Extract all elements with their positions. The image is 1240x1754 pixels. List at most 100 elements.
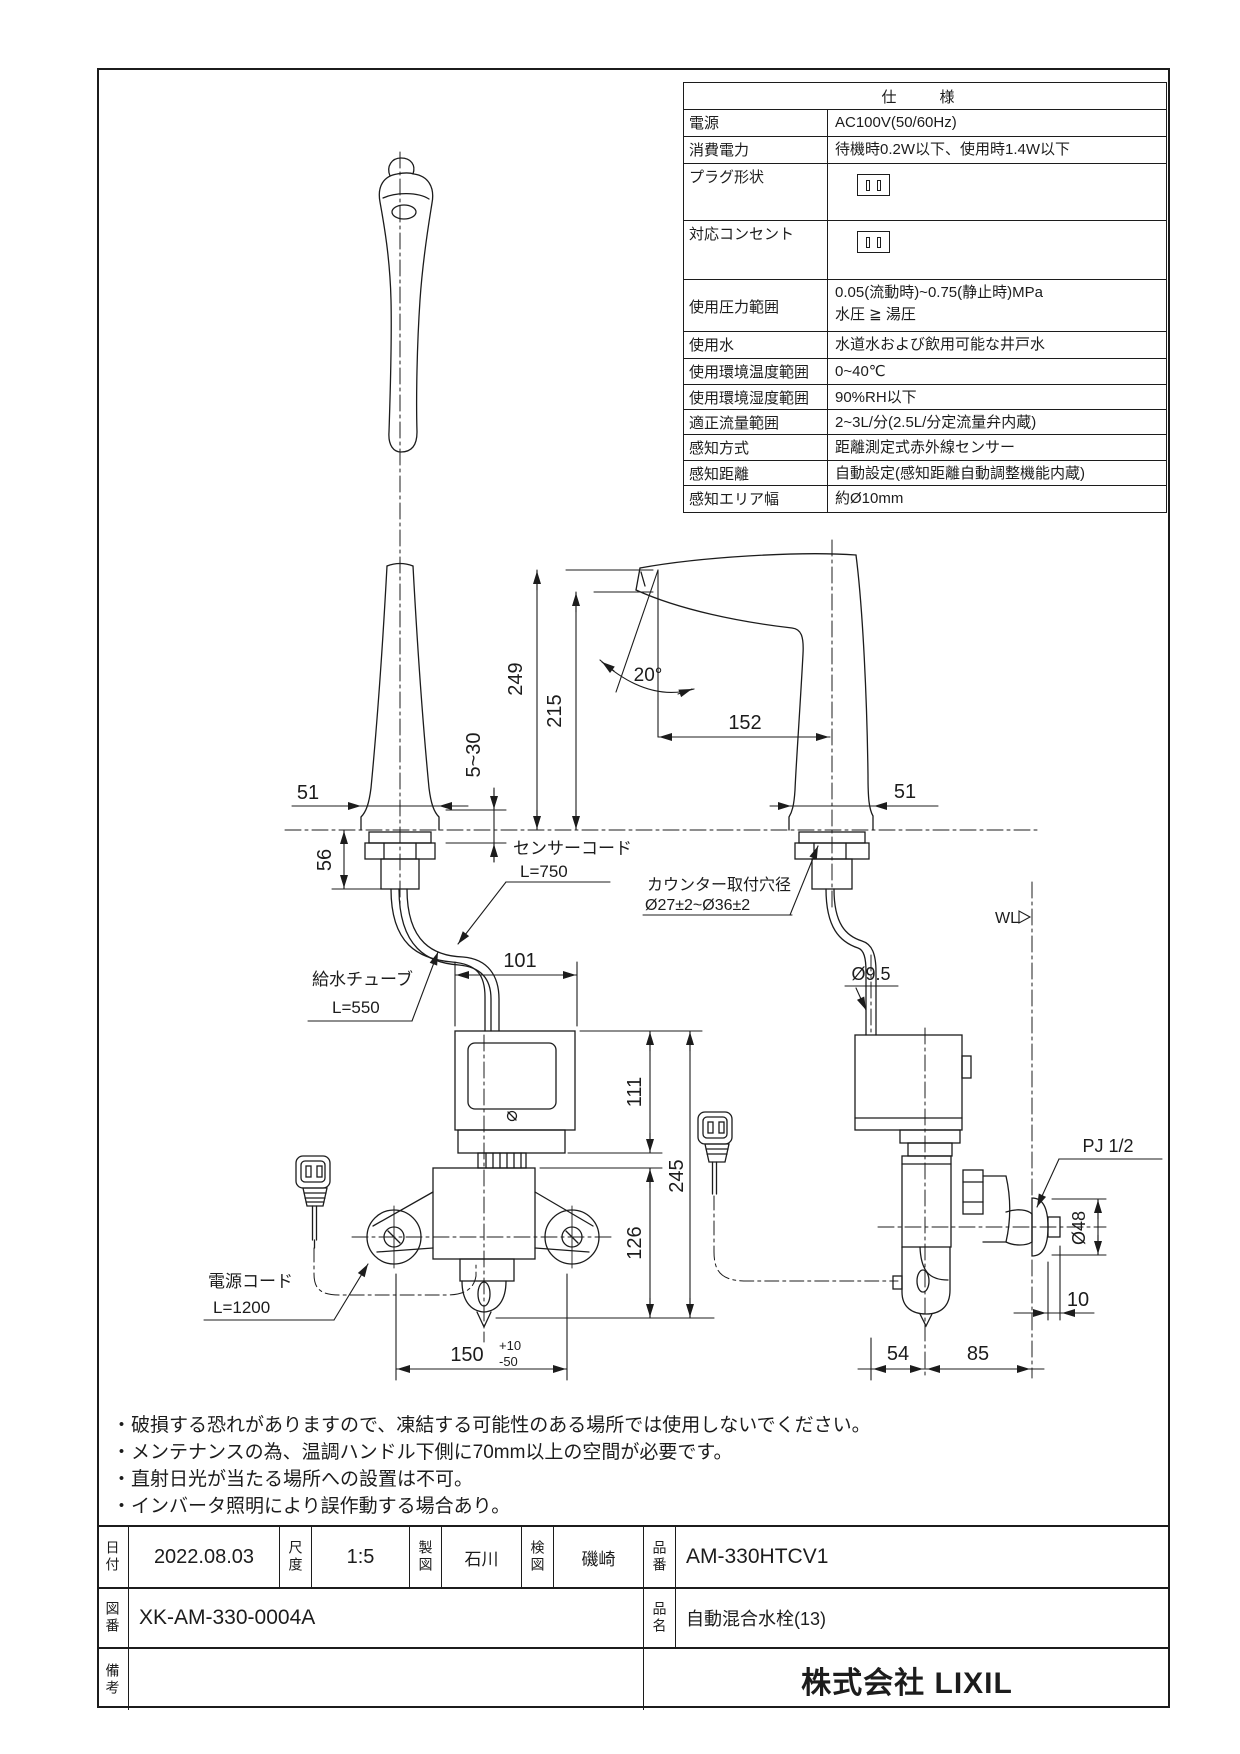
- dim-85: 85: [967, 1343, 989, 1365]
- pressure-condition: 水圧 ≧ 湯圧: [835, 305, 916, 323]
- checker-value: 磯崎: [554, 1527, 644, 1587]
- faucet-front-view: [360, 562, 500, 1032]
- dim-245: 245: [666, 1159, 688, 1192]
- spec-table-title: 仕 様: [684, 83, 1166, 110]
- spec-row-water: 使用水 水道水および飲用可能な井戸水: [684, 332, 1166, 359]
- spec-value: [828, 164, 1166, 220]
- power-cord-length: L=1200: [213, 1298, 270, 1317]
- drafter-label: 製図: [417, 1540, 434, 1574]
- spec-table: 仕 様 電源 AC100V(50/60Hz) 消費電力 待機時0.2W以下、使用…: [683, 82, 1167, 513]
- spec-label: 適正流量範囲: [684, 410, 828, 434]
- dim-152: 152: [728, 712, 761, 734]
- note-line: ・破損する恐れがありますので、凍結する可能性のある場所では使用しないでください。: [112, 1415, 871, 1436]
- spec-label: プラグ形状: [684, 164, 828, 220]
- spec-label: 使用水: [684, 332, 828, 358]
- note-line: ・メンテナンスの為、温調ハンドル下側に70mm以上の空間が必要です。: [112, 1442, 733, 1463]
- spec-row-power: 電源 AC100V(50/60Hz): [684, 110, 1166, 137]
- drawing-frame: [97, 68, 1170, 1708]
- date-label-cell: 日付: [97, 1527, 129, 1587]
- outlet-icon: [857, 231, 890, 253]
- part-name-label-cell: 品名: [644, 1589, 676, 1647]
- dim-150-tol-up: +10: [499, 1338, 521, 1353]
- faucet-technical-drawing: 51 56 5~30 249 215 20° 152 51 101 Ø9.5 1…: [203, 151, 1163, 1381]
- dwg-no-label-cell: 図番: [97, 1589, 129, 1647]
- scale-label-cell: 尺度: [280, 1527, 312, 1587]
- dim-dia-9-5: Ø9.5: [851, 964, 890, 984]
- spec-label: 感知方式: [684, 435, 828, 460]
- part-no-label-cell: 品番: [644, 1527, 676, 1587]
- spec-row-plug-shape: プラグ形状: [684, 164, 1166, 221]
- wall-line-marker: WL: [995, 910, 1019, 927]
- note-line: ・直射日光が当たる場所への設置は不可。: [112, 1469, 474, 1490]
- dim-pj-half: PJ 1/2: [1082, 1136, 1133, 1156]
- annotation-texts: センサーコード L=750 カウンター取付穴径 Ø27±2~Ø36±2 給水チュ…: [208, 839, 791, 1317]
- remarks-label-cell: 備考: [97, 1649, 129, 1710]
- spec-label: 消費電力: [684, 137, 828, 163]
- spec-row-flow: 適正流量範囲 2~3L/分(2.5L/分定流量弁内蔵): [684, 410, 1166, 435]
- part-no-label: 品番: [651, 1540, 668, 1574]
- dim-111: 111: [624, 1077, 646, 1107]
- pressure-range: 0.05(流動時)~0.75(静止時)MPa: [835, 284, 1043, 301]
- dwg-no-value: XK-AM-330-0004A: [129, 1589, 644, 1647]
- dim-150-tol-down: -50: [499, 1354, 518, 1369]
- spec-row-sensing-area: 感知エリア幅 約Ø10mm: [684, 486, 1166, 512]
- spec-value: 距離測定式赤外線センサー: [835, 439, 1016, 456]
- dim-150: 150: [450, 1344, 483, 1366]
- spec-row-sensing-distance: 感知距離 自動設定(感知距離自動調整機能内蔵): [684, 461, 1166, 486]
- dim-249: 249: [505, 662, 527, 695]
- spec-value: 待機時0.2W以下、使用時1.4W以下: [835, 141, 1071, 158]
- spec-row-humidity: 使用環境湿度範囲 90%RH以下: [684, 385, 1166, 410]
- power-plug-right: [697, 1111, 899, 1282]
- supply-tube-label: 給水チューブ: [312, 969, 413, 989]
- sensor-cord-label: センサーコード: [513, 839, 632, 858]
- title-block-row-2: 図番 XK-AM-330-0004A 品名 自動混合水栓(13): [97, 1589, 1170, 1649]
- spec-value: 自動設定(感知距離自動調整機能内蔵): [835, 465, 1085, 482]
- spec-row-pressure: 使用圧力範囲 0.05(流動時)~0.75(静止時)MPa 水圧 ≧ 湯圧: [684, 280, 1166, 332]
- spec-label: 感知距離: [684, 461, 828, 485]
- spec-value: AC100V(50/60Hz): [835, 114, 957, 131]
- dim-10: 10: [1067, 1289, 1089, 1311]
- spec-value: 約Ø10mm: [835, 490, 904, 507]
- dimension-lines: [291, 569, 1107, 1381]
- title-block: 日付 2022.08.03 尺度 1:5 製図 石川 検図 磯崎 品番 AM-3…: [97, 1525, 1170, 1710]
- remarks-label: 備考: [104, 1662, 121, 1697]
- spec-value: 水道水および飲用可能な井戸水: [835, 336, 1046, 353]
- remarks-value: [129, 1649, 644, 1710]
- part-no-value: AM-330HTCV1: [686, 1545, 829, 1568]
- spec-value: 0~40℃: [835, 363, 886, 380]
- spec-row-temp: 使用環境温度範囲 0~40℃: [684, 359, 1166, 385]
- spec-value: 90%RH以下: [835, 389, 917, 406]
- spec-label: 対応コンセント: [684, 221, 828, 279]
- spec-value: 0.05(流動時)~0.75(静止時)MPa 水圧 ≧ 湯圧: [828, 280, 1166, 331]
- scale-value: 1:5: [312, 1527, 410, 1587]
- notes-block: ・破損する恐れがありますので、凍結する可能性のある場所では使用しないでください。…: [112, 1412, 1072, 1520]
- dim-54: 54: [887, 1343, 909, 1365]
- dim-215: 215: [544, 694, 566, 727]
- plug-prongs-icon: [857, 174, 890, 196]
- dim-56: 56: [314, 849, 336, 871]
- date-value: 2022.08.03: [129, 1527, 280, 1587]
- spec-value: [828, 221, 1166, 279]
- spec-value: 2~3L/分(2.5L/分定流量弁内蔵): [835, 414, 1037, 431]
- drafter-label-cell: 製図: [410, 1527, 442, 1587]
- spec-label: 使用環境湿度範囲: [684, 385, 828, 409]
- supply-tube-length: L=550: [332, 998, 380, 1017]
- control-unit-front-view: [366, 1030, 600, 1329]
- checker-label-cell: 検図: [522, 1527, 554, 1587]
- faucet-side-view: [635, 553, 877, 1036]
- stop-valve-side-view: [854, 1034, 1061, 1328]
- dim-126: 126: [624, 1226, 646, 1259]
- spec-label: 感知エリア幅: [684, 486, 828, 512]
- power-plug-left: [295, 1155, 477, 1296]
- date-label: 日付: [104, 1540, 121, 1574]
- dim-angle-20: 20°: [634, 665, 663, 686]
- drafter-value: 石川: [442, 1527, 522, 1587]
- company-cell: 株式会社 LIXIL: [644, 1649, 1170, 1710]
- counter-hole-label: カウンター取付穴径: [647, 876, 791, 894]
- dim-51-left: 51: [297, 782, 319, 804]
- counter-hole-diameter: Ø27±2~Ø36±2: [645, 897, 750, 914]
- dim-51-right: 51: [894, 781, 916, 803]
- power-cord-label: 電源コード: [208, 1272, 293, 1291]
- spec-label: 使用圧力範囲: [684, 280, 828, 331]
